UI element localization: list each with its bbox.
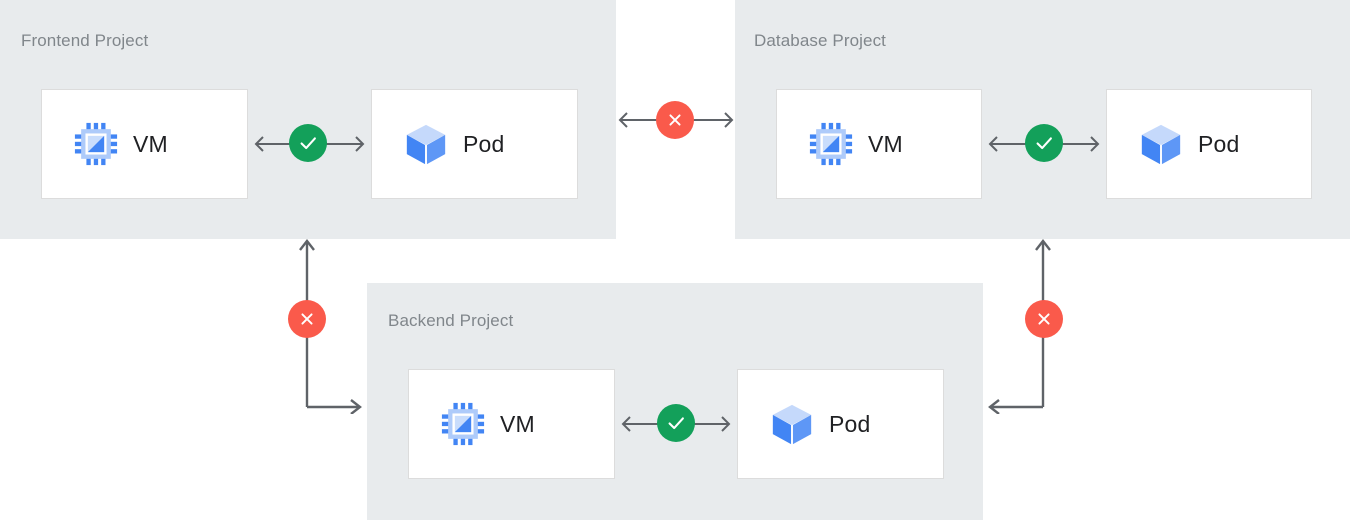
link-frontend-internal-status-check-circle-icon — [289, 124, 327, 162]
pod-cube-icon — [403, 121, 449, 167]
card-backend-pod-label: Pod — [829, 410, 871, 437]
card-backend-pod[interactable]: Pod — [737, 369, 944, 479]
card-frontend-pod-label: Pod — [463, 130, 505, 157]
card-database-pod-label: Pod — [1198, 130, 1240, 157]
panel-frontend-title: Frontend Project — [21, 31, 149, 50]
card-frontend-vm-label: VM — [133, 130, 168, 157]
link-frontend-database-status-x-circle-icon — [656, 101, 694, 139]
card-backend-vm-label: VM — [500, 410, 535, 437]
link-backend-internal-status-check-circle-icon — [657, 404, 695, 442]
vm-chip-icon — [808, 121, 854, 167]
card-frontend-pod[interactable]: Pod — [371, 89, 578, 199]
card-backend-vm[interactable]: VM — [408, 369, 615, 479]
pod-cube-icon — [769, 401, 815, 447]
panel-backend-title: Backend Project — [388, 311, 514, 330]
card-database-vm[interactable]: VM — [776, 89, 982, 199]
link-database-backend-status-x-circle-icon — [1025, 300, 1063, 338]
vm-chip-icon — [440, 401, 486, 447]
vm-chip-icon — [73, 121, 119, 167]
link-database-internal-status-check-circle-icon — [1025, 124, 1063, 162]
card-frontend-vm[interactable]: VM — [41, 89, 248, 199]
link-frontend-backend-status-x-circle-icon — [288, 300, 326, 338]
pod-cube-icon — [1138, 121, 1184, 167]
card-database-pod[interactable]: Pod — [1106, 89, 1312, 199]
card-database-vm-label: VM — [868, 130, 903, 157]
panel-database-title: Database Project — [754, 31, 887, 50]
